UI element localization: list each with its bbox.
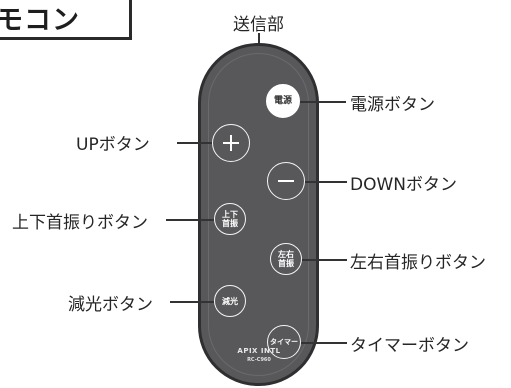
dimmer-button[interactable]: 減光 [214,285,246,317]
swing-horizontal-label-1: 左右 [278,250,294,259]
label-down: DOWNボタン [350,175,457,195]
dimmer-button-label: 減光 [222,296,238,306]
up-button[interactable] [212,124,250,162]
minus-icon [278,180,294,182]
plus-icon-vertical [230,135,232,151]
label-transmitter: 送信部 [233,15,284,35]
label-swing-vertical: 上下首振りボタン [12,213,148,233]
leader-dimmer [170,301,214,303]
swing-vertical-label-2: 首振 [222,219,238,228]
label-power: 電源ボタン [350,95,435,115]
label-swing-horizontal: 左右首振りボタン [350,253,486,273]
timer-button-label: タイマー [270,337,298,346]
down-button[interactable] [267,162,305,200]
remote-brand: APIX INTL [237,347,281,355]
swing-vertical-label-1: 上下 [222,210,238,219]
leader-swing-vertical [166,219,214,221]
label-dimmer: 減光ボタン [68,295,153,315]
leader-up [177,142,212,144]
leader-timer [301,342,347,344]
label-timer: タイマーボタン [350,336,469,356]
remote-model: RC-C960 [247,357,271,363]
leader-transmitter [258,33,260,47]
leader-swing-horizontal [302,259,347,261]
title-box: モコン [0,0,132,40]
swing-vertical-button[interactable]: 上下 首振 [214,203,246,235]
power-button[interactable]: 電源 [266,84,300,118]
label-up: UPボタン [76,135,150,155]
power-button-label: 電源 [273,95,292,106]
timer-button[interactable]: タイマー [267,325,301,359]
remote-inner-outline [208,53,309,376]
swing-horizontal-label-2: 首振 [278,259,294,268]
swing-horizontal-button[interactable]: 左右 首振 [270,243,302,275]
title-text: モコン [0,5,80,36]
leader-down [305,181,347,183]
leader-power [300,101,346,103]
